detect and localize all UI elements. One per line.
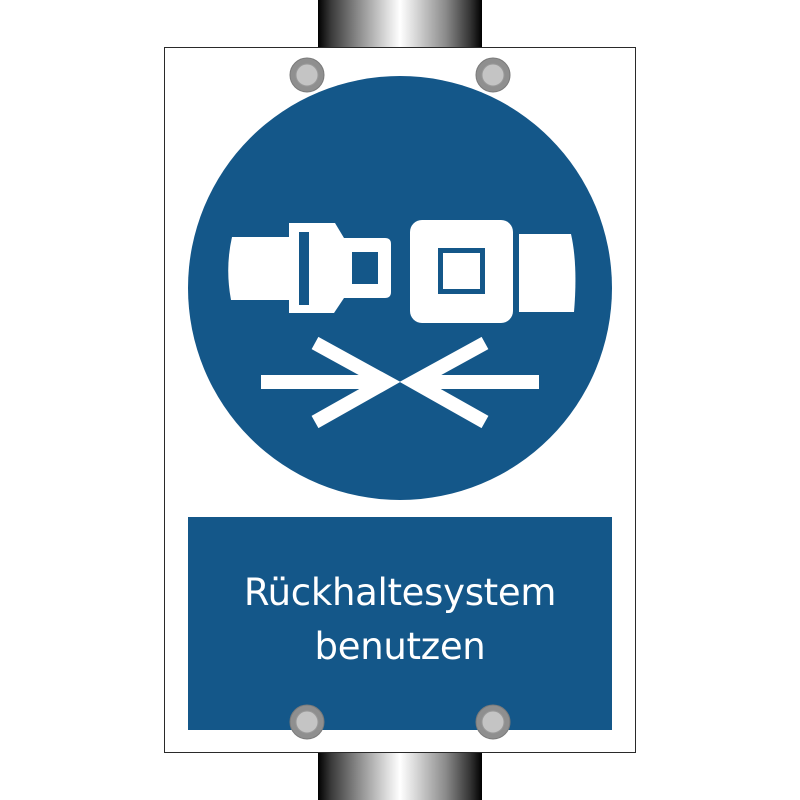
caption-line-2: benutzen — [314, 625, 486, 668]
caption-line-1: Rückhaltesystem — [243, 571, 557, 614]
caption-panel — [188, 517, 612, 730]
blue-circle — [188, 76, 612, 500]
screw-top-left-icon — [289, 57, 325, 93]
seat-belt-fasten-icon — [228, 220, 576, 323]
sign-caption: Rückhaltesystem benutzen — [188, 566, 612, 674]
pole-bottom — [318, 752, 482, 800]
screw-top-right-icon — [475, 57, 511, 93]
pole-top — [318, 0, 482, 48]
screw-bottom-right-icon — [475, 704, 511, 740]
arrows-toward-icon — [261, 336, 539, 429]
screw-bottom-left-icon — [289, 704, 325, 740]
